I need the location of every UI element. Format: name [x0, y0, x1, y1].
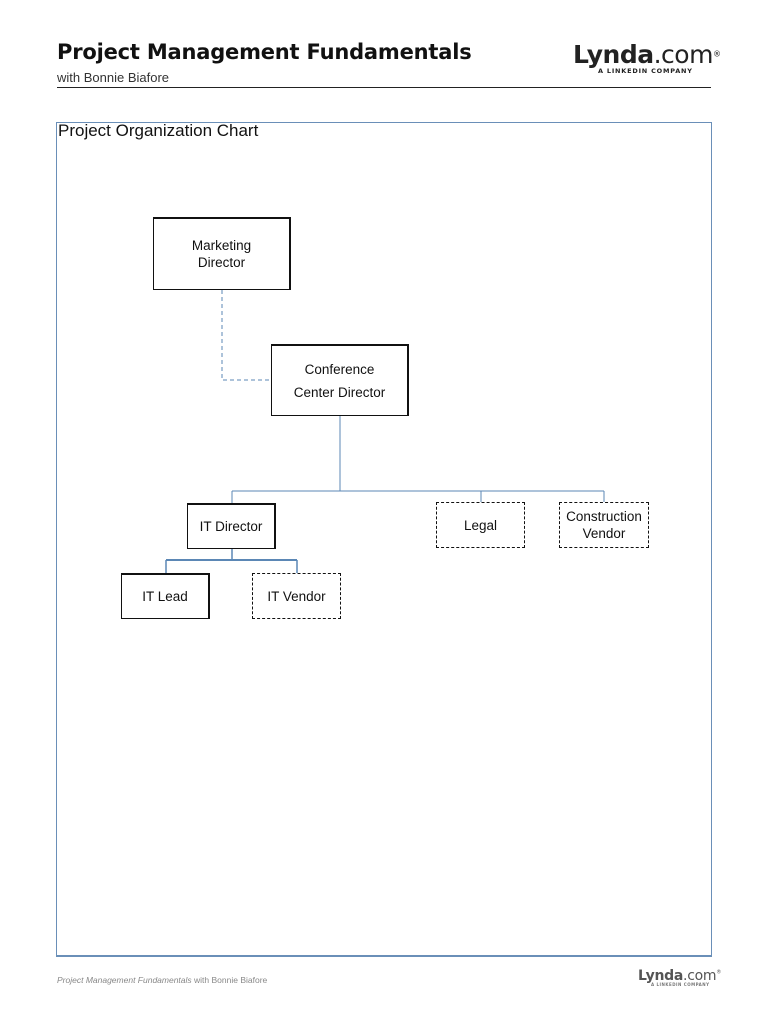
- node-legal: Legal: [436, 502, 525, 548]
- logo-brand: Lynda: [638, 968, 684, 984]
- node-label: IT Lead: [142, 589, 188, 604]
- chart-frame: [56, 122, 712, 957]
- footer-author: with Bonnie Biafore: [191, 975, 268, 985]
- chart-title: Project Organization Chart: [58, 121, 259, 140]
- node-label: IT Vendor: [267, 588, 326, 604]
- header-divider: [57, 87, 711, 88]
- lynda-logo: Lynda.com® A LINKEDIN COMPANY: [573, 40, 721, 75]
- node-marketing-director: Marketing Director: [153, 217, 291, 290]
- node-label: Marketing Director: [191, 238, 252, 270]
- node-label: Conference Center Director: [293, 361, 386, 400]
- logo-tagline: A LINKEDIN COMPANY: [598, 67, 693, 75]
- logo-tld: .com: [683, 968, 717, 984]
- lynda-logo-footer: Lynda.com® A LINKEDIN COMPANY: [638, 967, 722, 987]
- node-label: Legal: [463, 517, 498, 533]
- logo-brand: Lynda: [573, 40, 654, 69]
- node-label: Construction Vendor: [566, 509, 642, 541]
- connector-marketing-conference: [221, 290, 271, 381]
- logo-tagline: A LINKEDIN COMPANY: [651, 982, 710, 987]
- page-subtitle: with Bonnie Biafore: [57, 70, 170, 85]
- node-it-director: IT Director: [187, 503, 276, 549]
- page-title: Project Management Fundamentals: [57, 40, 472, 64]
- node-label: IT Director: [199, 519, 263, 534]
- node-construction-vendor: Construction Vendor: [559, 502, 649, 548]
- node-conference-center-director: Conference Center Director: [271, 344, 409, 416]
- logo-tld: .com: [653, 40, 714, 69]
- logo-registered-mark: ®: [712, 49, 721, 59]
- footer-credit: Project Management Fundamentals with Bon…: [57, 975, 267, 985]
- logo-registered-mark: ®: [716, 969, 722, 976]
- footer-course: Project Management Fundamentals: [57, 975, 192, 985]
- node-it-lead: IT Lead: [121, 573, 210, 619]
- node-it-vendor: IT Vendor: [252, 573, 341, 619]
